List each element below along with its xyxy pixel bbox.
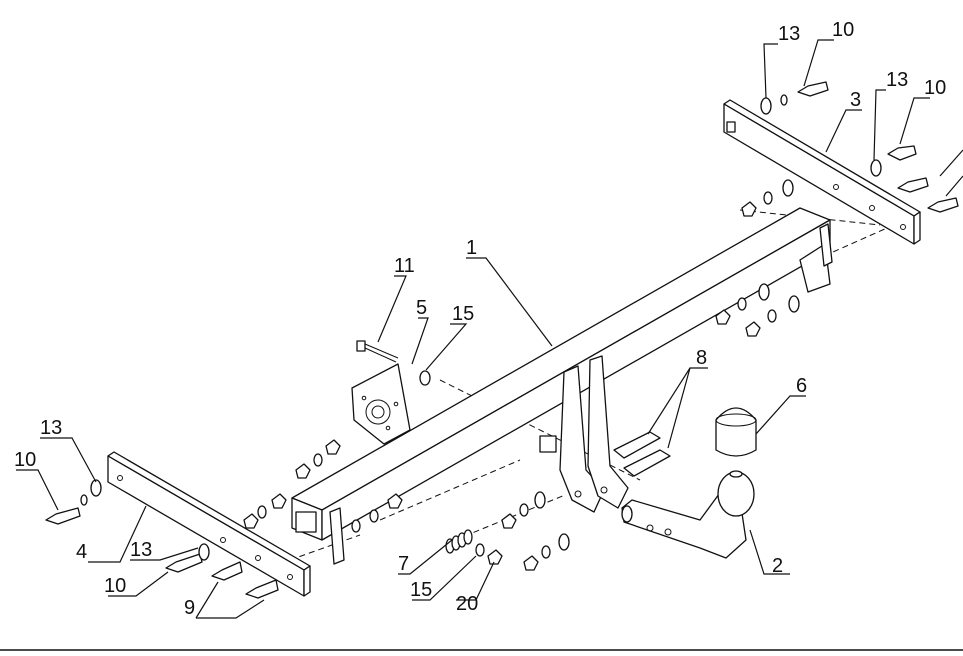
centre-brackets xyxy=(539,355,629,513)
callout-1: 1 xyxy=(466,237,477,259)
callout-13-top: 13 xyxy=(778,23,800,45)
tow-ball-neck xyxy=(621,470,755,559)
callout-15-top: 15 xyxy=(452,303,474,325)
long-bolts xyxy=(613,431,671,477)
callout-13-bottom: 13 xyxy=(130,539,152,561)
left-mounting-plate xyxy=(107,451,311,597)
right-mounting-plate xyxy=(723,99,921,245)
callout-labels: 1 2 3 4 5 6 7 8 9 10 10 10 10 11 13 13 1… xyxy=(14,19,946,619)
socket-bolt xyxy=(356,340,399,363)
leader-lines xyxy=(16,39,963,619)
callout-20: 20 xyxy=(456,593,478,615)
callout-13-right: 13 xyxy=(886,69,908,91)
callout-10-left: 10 xyxy=(14,449,36,471)
washers-and-nuts xyxy=(80,94,882,571)
socket-plate xyxy=(351,363,411,445)
callout-10-bottom: 10 xyxy=(104,575,126,597)
callout-7: 7 xyxy=(398,553,409,575)
spring-assembly xyxy=(445,529,503,565)
callout-15-bottom: 15 xyxy=(410,579,432,601)
callout-9: 9 xyxy=(184,597,195,619)
ball-cap xyxy=(715,407,757,457)
callout-10-right: 10 xyxy=(924,77,946,99)
callout-3: 3 xyxy=(850,89,861,111)
callout-10-top: 10 xyxy=(832,19,854,41)
callout-6: 6 xyxy=(796,375,807,397)
callout-13-left: 13 xyxy=(40,417,62,439)
washer-15-top xyxy=(419,370,431,386)
callout-2: 2 xyxy=(772,555,783,577)
callout-8: 8 xyxy=(696,347,707,369)
callout-4: 4 xyxy=(76,541,87,563)
nut-20 xyxy=(487,549,503,565)
bolts xyxy=(45,81,959,599)
callout-5: 5 xyxy=(416,297,427,319)
callout-11: 11 xyxy=(394,255,415,277)
washer-15-bottom xyxy=(475,543,485,557)
